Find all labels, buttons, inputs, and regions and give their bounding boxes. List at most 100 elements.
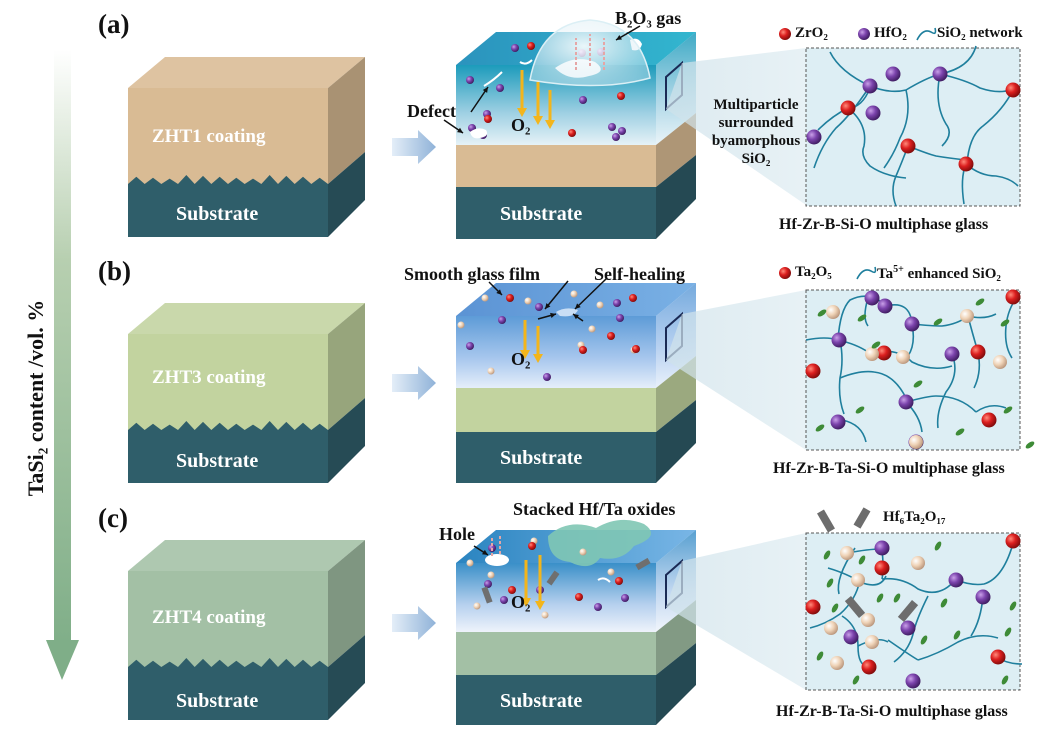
legend-hf6ta2o17-label: Hf₆Ta₂O₁₇ — [883, 509, 946, 525]
legend-hfo2-label: HfO₂ — [874, 25, 907, 41]
zro2-sphere — [1005, 82, 1021, 98]
oxygen-arrow-head — [535, 601, 545, 610]
sio2-network-line — [939, 73, 1011, 93]
ta5-ion-marker — [920, 635, 928, 645]
legend-ta5-prefix: Ta — [877, 266, 894, 282]
hfo2-particle — [616, 314, 624, 322]
leader-head — [496, 289, 502, 295]
cube-left-a — [128, 57, 365, 237]
sio2-network-line — [936, 353, 956, 429]
zro2-sphere — [874, 560, 890, 576]
ta5-ion-marker — [1009, 601, 1017, 611]
process-arrow-a — [392, 130, 436, 164]
substrate-mid-c: Substrate — [500, 690, 583, 712]
hfo2-particle — [466, 76, 474, 84]
ta2o5-sphere — [896, 350, 910, 364]
ta2o5-particle — [473, 602, 481, 610]
sio2-network-line — [881, 577, 957, 594]
hfo2-sphere — [944, 346, 960, 362]
zro2-sphere — [958, 156, 974, 172]
hfo2-sphere — [900, 620, 916, 636]
ta5-ion-marker — [934, 541, 942, 551]
process-arrow-c — [392, 606, 436, 640]
legend-ta5-marker — [856, 266, 877, 280]
ta2o5-sphere — [909, 435, 923, 449]
network-fragment — [597, 577, 611, 583]
sio2-network-line — [892, 145, 909, 207]
zro2-sphere — [1005, 289, 1021, 305]
zro2-sphere — [1005, 533, 1021, 549]
hfo2-sphere — [830, 414, 846, 430]
zht4-coating-label: ZHT4 coating — [152, 607, 266, 628]
ta2o5-sphere — [960, 309, 974, 323]
legend-ta2o5-label: Ta₂O₅ — [795, 264, 832, 280]
hfo2-sphere — [904, 316, 920, 332]
oxygen-arrow-head — [533, 116, 543, 125]
legend-ta5-suffix: enhanced SiO₂ — [903, 266, 1001, 282]
cube-right-substrate — [328, 635, 365, 720]
leader-line — [574, 278, 607, 310]
cube-mid-b — [456, 283, 696, 483]
cube-right-coating — [328, 540, 365, 667]
zro2-particle — [629, 294, 637, 302]
panel-label-c: (c) — [98, 503, 128, 533]
cube-front-substrate — [128, 175, 328, 237]
panel-label-a: (a) — [98, 9, 130, 39]
hfo2-particle — [618, 127, 626, 135]
sio2-network-line — [917, 634, 999, 661]
leader-line — [544, 280, 569, 310]
cube-front-coating — [128, 334, 328, 430]
hfo2-sphere — [864, 290, 880, 306]
sio2-network-line — [813, 85, 871, 169]
zro2-particle — [528, 542, 536, 550]
hfo2-particle — [579, 96, 587, 104]
defect-label: Defect — [407, 101, 456, 121]
ta2o5-sphere — [911, 556, 925, 570]
substrate-left-b: Substrate — [176, 450, 259, 472]
hfo2-particle — [466, 342, 474, 350]
hfo2-sphere — [932, 66, 948, 82]
ta5-ion-marker — [940, 598, 948, 608]
zro2-sphere — [981, 412, 997, 428]
ta2o5-particle — [541, 611, 549, 619]
ta5-ion-marker — [815, 424, 825, 432]
zoom-panel-a — [805, 47, 1021, 207]
glass-top-face — [456, 283, 696, 316]
ta2o5-particle — [487, 367, 495, 375]
hfo2-sphere — [806, 129, 822, 145]
cube-right-substrate — [328, 152, 365, 237]
ta5-ion-marker — [852, 675, 860, 685]
ta5-ion-marker — [1000, 319, 1010, 327]
hfo2-sphere — [877, 298, 893, 314]
leader-head — [457, 127, 463, 133]
leader-head — [573, 314, 579, 320]
sio2-network-line — [907, 145, 967, 161]
hfo2-sphere — [874, 540, 890, 556]
substrate-right-face — [656, 400, 696, 483]
substrate-right-face — [656, 155, 696, 239]
leader-head — [550, 312, 556, 318]
hfo2-sphere — [898, 394, 914, 410]
zro2-particle — [484, 115, 492, 123]
ta5-ion-marker — [826, 578, 834, 588]
sio2-network-line — [937, 73, 950, 147]
o2-label-c: O₂ — [511, 592, 531, 612]
stacked-oxide-cluster — [548, 519, 652, 567]
o2-label-a: O₂ — [511, 115, 531, 135]
legend-zro2-label: ZrO₂ — [795, 25, 828, 41]
hfo2-particle — [621, 594, 629, 602]
ta2o5-sphere — [840, 546, 854, 560]
ta2o5-sphere — [861, 613, 875, 627]
substrate-right-face — [656, 643, 696, 725]
leader-head — [575, 303, 581, 309]
smooth-glass-film-label: Smooth glass film — [404, 264, 541, 284]
caption-c: Hf-Zr-B-Ta-Si-O multiphase glass — [776, 703, 1008, 720]
hf6ta2o17-rod — [844, 596, 866, 618]
cube-top-face — [128, 303, 365, 334]
legend-hf6ta2o17-marker — [853, 507, 871, 529]
coating-front-face — [456, 145, 656, 187]
ta5-ion-marker — [855, 406, 865, 414]
cube-top-face — [128, 57, 365, 88]
hf6ta2o17-rod — [897, 600, 919, 622]
